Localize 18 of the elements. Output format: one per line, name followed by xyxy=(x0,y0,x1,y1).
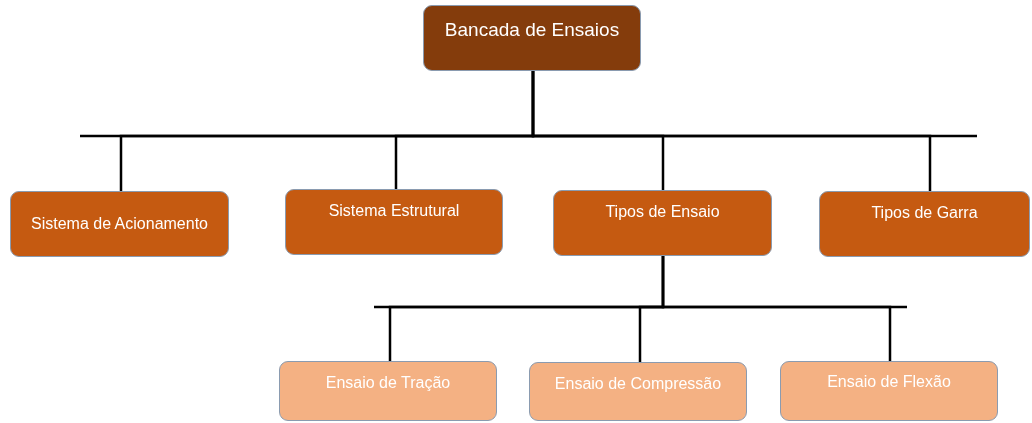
box-label: Bancada de Ensaios xyxy=(444,18,620,42)
box-label: Tipos de Ensaio xyxy=(605,202,720,222)
org-chart-box xyxy=(780,361,998,421)
org-chart-box xyxy=(10,191,229,257)
box-label: Sistema de Acionamento xyxy=(31,214,208,235)
connector-line xyxy=(531,71,932,191)
connector-line xyxy=(661,256,892,361)
org-chart-box xyxy=(529,362,747,421)
org-chart-box xyxy=(279,361,497,421)
box-label: Sistema Estrutural xyxy=(328,201,460,221)
org-chart-box xyxy=(819,191,1030,257)
box-label: Tipos de Garra xyxy=(871,203,978,223)
box-label: Ensaio de Compressão xyxy=(554,374,722,394)
org-chart-box xyxy=(285,189,503,255)
org-chart-box xyxy=(423,5,641,71)
box-label: Ensaio de Flexão xyxy=(827,372,951,392)
org-chart-box xyxy=(553,190,772,256)
box-label: Ensaio de Tração xyxy=(325,373,451,393)
